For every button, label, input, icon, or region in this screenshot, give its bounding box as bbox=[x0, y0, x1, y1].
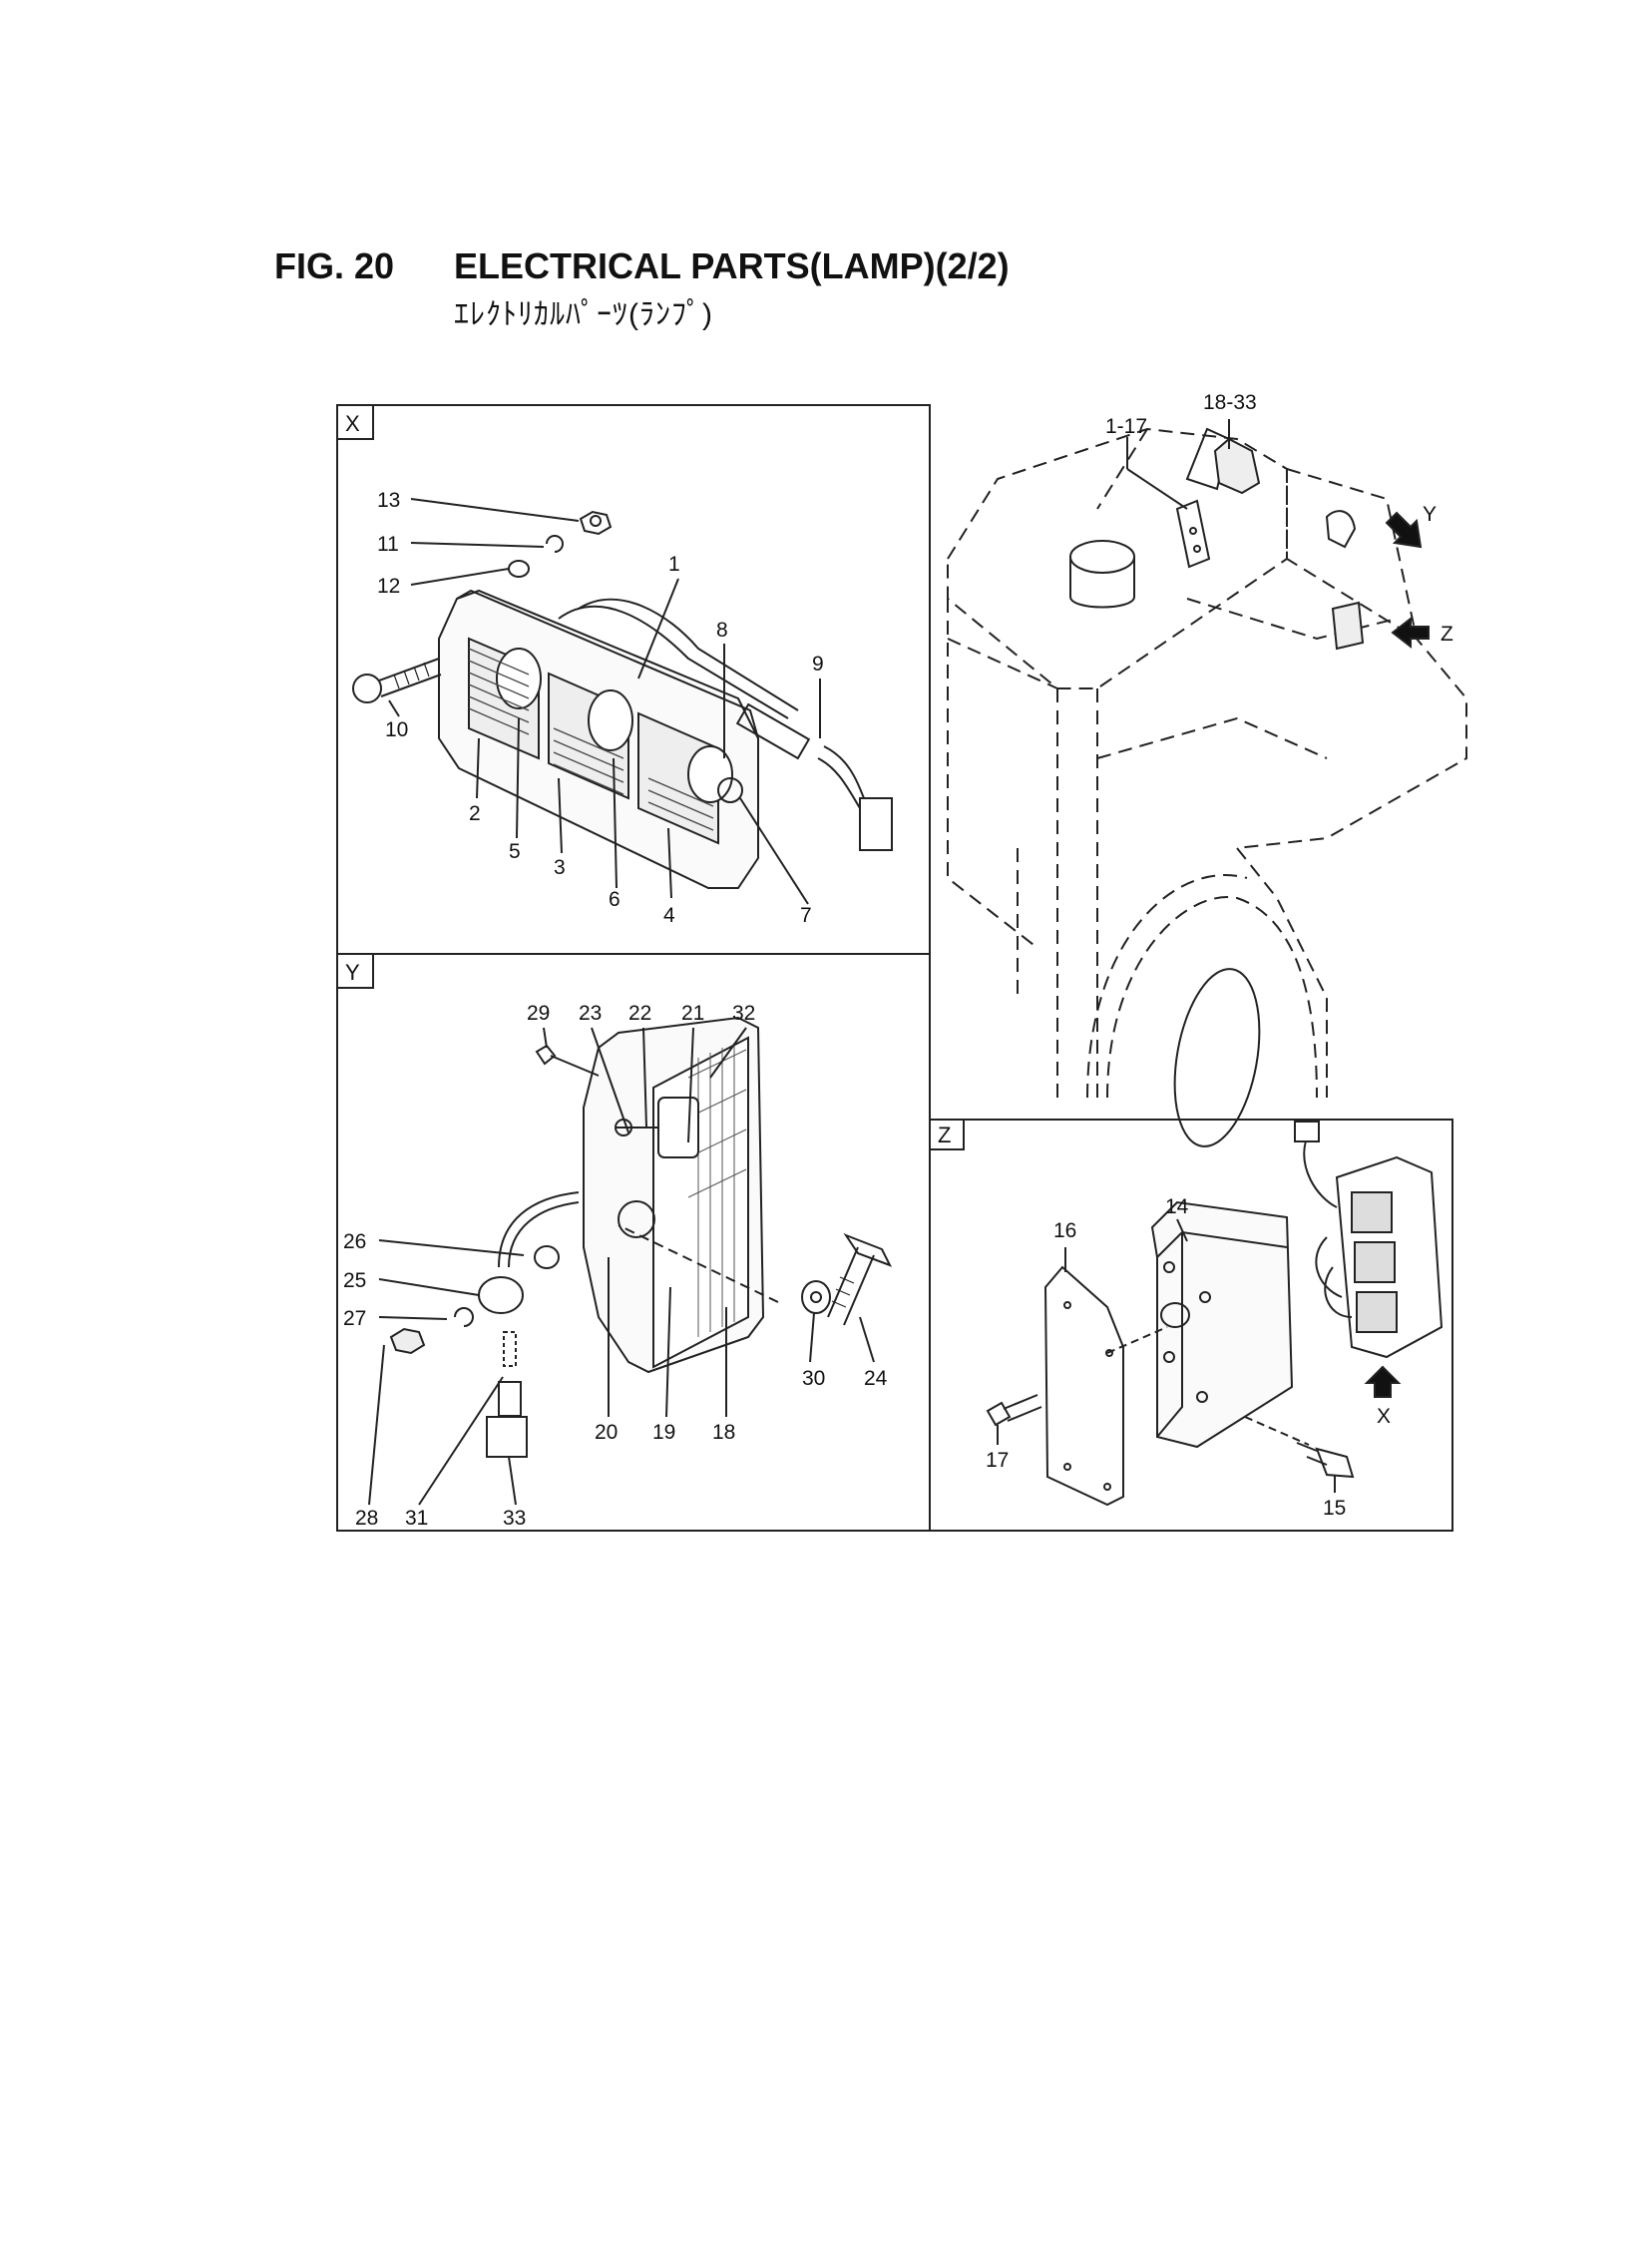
callout-28: 28 bbox=[355, 1507, 378, 1530]
callout-32: 32 bbox=[732, 1002, 755, 1025]
callout-5: 5 bbox=[509, 840, 521, 863]
callout-24: 24 bbox=[864, 1367, 888, 1390]
callout-25: 25 bbox=[343, 1269, 366, 1292]
combination-lamp-drawing bbox=[352, 498, 893, 905]
callout-10: 10 bbox=[385, 718, 408, 741]
callout-18: 18 bbox=[712, 1421, 735, 1444]
panel-y-label: Y bbox=[345, 960, 360, 985]
callout-2: 2 bbox=[469, 802, 481, 825]
panel-x-label: X bbox=[345, 411, 360, 436]
callout-8: 8 bbox=[716, 619, 728, 642]
callout-21: 21 bbox=[681, 1002, 704, 1025]
view-z-arrow-icon bbox=[1391, 616, 1430, 650]
panel-y-tag-box bbox=[337, 954, 374, 989]
callout-30: 30 bbox=[802, 1367, 825, 1390]
view-z-arrow-label: Z bbox=[1441, 623, 1453, 646]
overview-callouts: 1-17 18-33 Y Z bbox=[1105, 391, 1453, 646]
callout-14: 14 bbox=[1165, 1195, 1189, 1218]
callout-22: 22 bbox=[628, 1002, 651, 1025]
machine-overview-drawing bbox=[947, 427, 1467, 1099]
callout-18-33: 18-33 bbox=[1203, 391, 1257, 414]
panel-z-tag-box bbox=[930, 1120, 965, 1150]
machine-overview-solid bbox=[1069, 419, 1430, 1147]
panel-y-callouts: 18 19 20 21 22 23 24 25 26 27 28 29 30 3… bbox=[343, 1002, 888, 1530]
callout-1: 1 bbox=[668, 553, 680, 576]
panel-z-label: Z bbox=[938, 1123, 951, 1147]
callout-13: 13 bbox=[377, 489, 400, 512]
callout-6: 6 bbox=[609, 888, 620, 911]
figure-title: ELECTRICAL PARTS(LAMP)(2/2) bbox=[454, 245, 1010, 286]
callout-23: 23 bbox=[579, 1002, 602, 1025]
callout-26: 26 bbox=[343, 1230, 366, 1253]
side-lamp-drawing bbox=[368, 1016, 893, 1506]
callout-3: 3 bbox=[554, 856, 566, 879]
panel-x-callouts: 1 2 3 4 5 6 7 8 9 10 11 12 13 bbox=[377, 489, 824, 927]
view-y-arrow-icon bbox=[1385, 511, 1423, 549]
callout-16: 16 bbox=[1053, 1219, 1076, 1242]
callout-31: 31 bbox=[405, 1507, 428, 1530]
callout-11: 11 bbox=[377, 533, 399, 556]
callout-27: 27 bbox=[343, 1307, 366, 1330]
panel-z-frame bbox=[929, 1119, 1453, 1532]
bracket-drawing bbox=[986, 1121, 1444, 1507]
callout-7: 7 bbox=[800, 904, 812, 927]
panel-x-tag-box bbox=[337, 405, 374, 440]
callout-33: 33 bbox=[503, 1507, 526, 1530]
callout-4: 4 bbox=[663, 904, 675, 927]
callout-19: 19 bbox=[652, 1421, 675, 1444]
view-y-arrow-label: Y bbox=[1423, 503, 1437, 526]
view-x-arrow-label: X bbox=[1377, 1405, 1391, 1428]
panel-z-callouts: 14 15 16 17 X bbox=[986, 1195, 1391, 1520]
callout-17: 17 bbox=[986, 1449, 1009, 1472]
callout-20: 20 bbox=[595, 1421, 618, 1444]
callout-9: 9 bbox=[812, 653, 824, 676]
view-x-arrow-icon bbox=[1364, 1365, 1402, 1398]
callout-1-17: 1-17 bbox=[1105, 415, 1147, 438]
callout-15: 15 bbox=[1323, 1497, 1346, 1520]
callout-29: 29 bbox=[527, 1002, 550, 1025]
figure-subtitle: ｴﾚｸﾄﾘｶﾙﾊﾟｰﾂ(ﾗﾝﾌﾟ) bbox=[454, 298, 713, 331]
figure-number: FIG. 20 bbox=[274, 245, 395, 286]
callout-12: 12 bbox=[377, 575, 400, 598]
